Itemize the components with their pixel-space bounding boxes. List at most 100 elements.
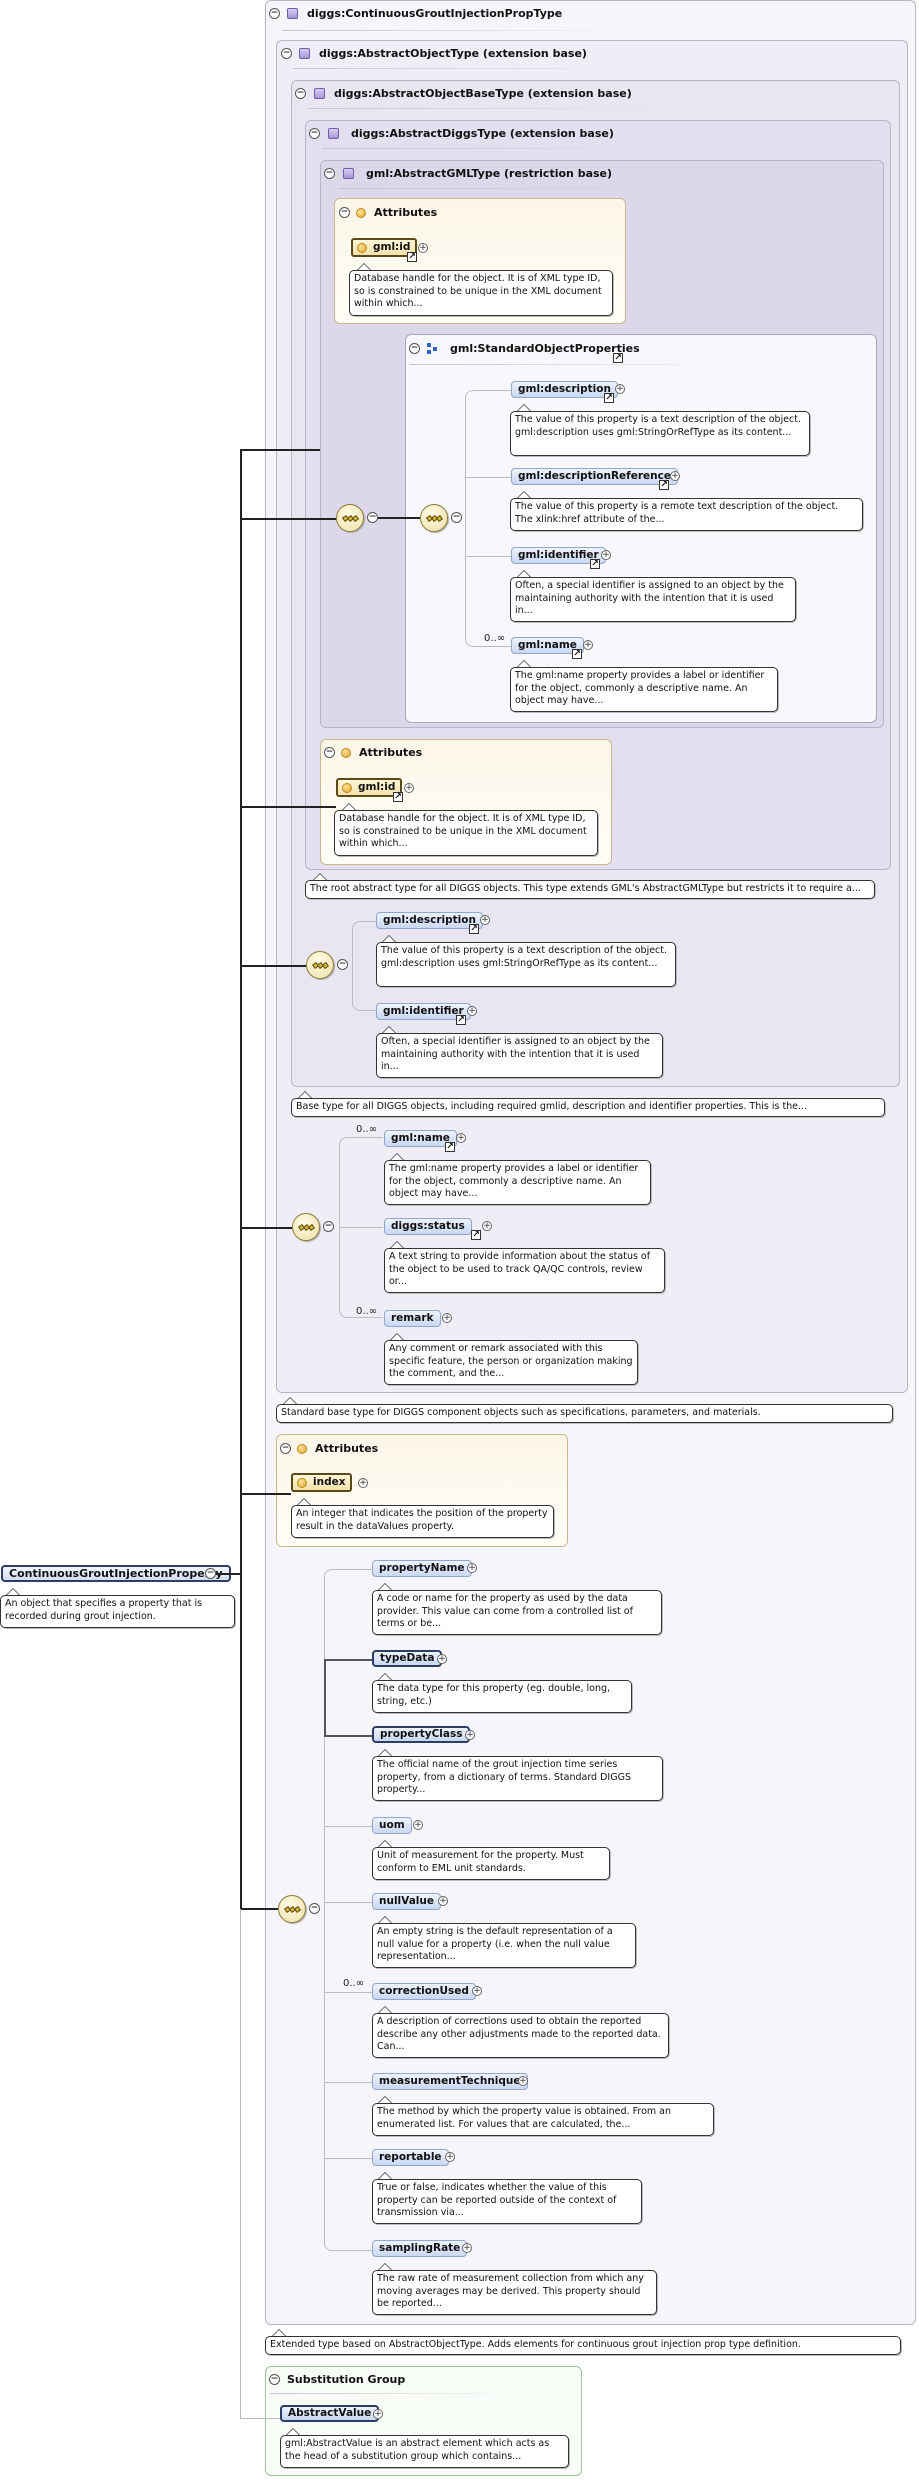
type-data-note: The data type for this property (eg. dou… <box>372 1680 632 1713</box>
measurement-technique-element[interactable]: measurementTechnique <box>372 2073 528 2090</box>
gml-description-reference-element[interactable]: gml:descriptionReference <box>511 468 678 485</box>
complex-type-icon <box>287 8 298 19</box>
link-icon[interactable]: ↗ <box>572 649 582 659</box>
expand-icon[interactable]: + <box>445 2152 455 2162</box>
expand-icon[interactable]: + <box>480 915 490 925</box>
uom-element[interactable]: uom <box>372 1817 412 1834</box>
index-attribute[interactable]: index <box>291 1473 353 1492</box>
sampling-rate-element[interactable]: samplingRate <box>372 2240 468 2257</box>
collapse-toggle[interactable]: − <box>205 1568 216 1579</box>
collapse-toggle[interactable]: − <box>324 168 335 179</box>
occurs-label: 0..∞ <box>356 1306 378 1317</box>
gml-name-note: The gml:name property provides a label o… <box>384 1160 651 1205</box>
gml-name-element[interactable]: gml:name <box>384 1130 457 1147</box>
collapse-toggle[interactable]: − <box>409 343 420 354</box>
sequence-icon <box>292 1213 320 1241</box>
correction-used-element[interactable]: correctionUsed <box>372 1983 476 2000</box>
gml-description-element[interactable]: gml:description <box>376 912 483 929</box>
gml-id-note: Database handle for the object. It is of… <box>334 810 598 856</box>
diggs-status-element[interactable]: diggs:status <box>384 1218 472 1235</box>
collapse-toggle[interactable]: − <box>280 1443 291 1454</box>
expand-icon[interactable]: + <box>467 1563 477 1573</box>
attributes-label: Attributes <box>359 746 423 759</box>
expand-icon[interactable]: + <box>413 1820 423 1830</box>
collapse-toggle[interactable]: − <box>295 88 306 99</box>
property-name-element[interactable]: propertyName <box>372 1560 472 1577</box>
reportable-note: True or false, indicates whether the val… <box>372 2179 642 2224</box>
collapse-toggle[interactable]: − <box>324 747 335 758</box>
link-icon[interactable]: ↗ <box>590 559 600 569</box>
sequence-icon <box>306 951 334 979</box>
expand-icon[interactable]: + <box>465 1730 475 1740</box>
expand-icon[interactable]: + <box>437 1654 447 1664</box>
root-note: An object that specifies a property that… <box>0 1595 235 1628</box>
null-value-element[interactable]: nullValue <box>372 1893 441 1910</box>
collapse-toggle[interactable]: − <box>269 8 280 19</box>
gml-name-note: The gml:name property provides a label o… <box>510 667 778 712</box>
attributes-icon <box>356 208 366 218</box>
abstract-object-base-type-title: diggs:AbstractObjectBaseType (extension … <box>334 87 632 100</box>
standard-object-properties-title: gml:StandardObjectProperties <box>450 342 640 355</box>
link-icon[interactable]: ↗ <box>393 792 403 802</box>
remark-element[interactable]: remark <box>384 1310 441 1327</box>
link-icon[interactable]: ↗ <box>613 353 623 363</box>
expand-icon[interactable]: + <box>601 550 611 560</box>
attributes-label: Attributes <box>374 206 438 219</box>
expand-icon[interactable]: + <box>442 1313 452 1323</box>
sampling-rate-note: The raw rate of measurement collection f… <box>372 2270 657 2315</box>
collapse-toggle[interactable]: − <box>281 48 292 59</box>
link-icon[interactable]: ↗ <box>471 1230 481 1240</box>
expand-icon[interactable]: + <box>518 2076 528 2086</box>
link-icon[interactable]: ↗ <box>445 1142 455 1152</box>
expand-icon[interactable]: + <box>467 1006 477 1016</box>
sequence-bracket <box>465 390 511 647</box>
expand-icon[interactable]: + <box>456 1133 466 1143</box>
gml-description-element[interactable]: gml:description <box>511 381 618 398</box>
gml-name-element[interactable]: gml:name <box>511 637 584 654</box>
link-icon[interactable]: ↗ <box>604 393 614 403</box>
type-data-element[interactable]: typeData <box>372 1650 443 1667</box>
link-icon[interactable]: ↗ <box>407 252 417 262</box>
sequence-icon <box>278 1895 306 1923</box>
null-value-note: An empty string is the default represent… <box>372 1923 636 1968</box>
expand-icon[interactable]: + <box>472 1986 482 1996</box>
expand-icon[interactable]: + <box>615 384 625 394</box>
expand-icon[interactable]: + <box>358 1478 368 1488</box>
root-element[interactable]: ContinuousGroutInjectionProperty <box>1 1565 231 1582</box>
expand-icon[interactable]: + <box>373 2409 383 2419</box>
collapse-toggle[interactable]: − <box>309 128 320 139</box>
link-icon[interactable]: ↗ <box>469 924 479 934</box>
abstract-object-type-note: Standard base type for DIGGS component o… <box>276 1404 893 1423</box>
complex-type-icon <box>314 88 325 99</box>
expand-icon[interactable]: + <box>462 2243 472 2253</box>
abstract-value-element[interactable]: AbstractValue <box>280 2405 380 2422</box>
collapse-toggle[interactable]: − <box>339 207 350 218</box>
gml-description-reference-note: The value of this property is a remote t… <box>510 498 863 531</box>
collapse-toggle[interactable]: − <box>309 1903 320 1914</box>
collapse-toggle[interactable]: − <box>323 1221 334 1232</box>
link-icon[interactable]: ↗ <box>456 1015 466 1025</box>
gml-id-attribute[interactable]: gml:id <box>351 238 418 257</box>
property-name-note: A code or name for the property as used … <box>372 1590 662 1635</box>
expand-icon[interactable]: + <box>670 471 680 481</box>
occurs-label: 0..∞ <box>356 1124 378 1135</box>
diggs-status-note: A text string to provide information abo… <box>384 1248 665 1293</box>
complex-type-icon <box>299 48 310 59</box>
collapse-toggle[interactable]: − <box>269 2374 280 2385</box>
gml-id-note: Database handle for the object. It is of… <box>349 270 613 316</box>
gml-identifier-element[interactable]: gml:identifier <box>376 1003 471 1020</box>
property-class-note: The official name of the grout injection… <box>372 1756 663 1801</box>
expand-icon[interactable]: + <box>583 640 593 650</box>
gml-id-attribute[interactable]: gml:id <box>336 778 403 797</box>
collapse-toggle[interactable]: − <box>367 512 378 523</box>
abstract-value-note: gml:AbstractValue is an abstract element… <box>280 2435 569 2468</box>
expand-icon[interactable]: + <box>482 1221 492 1231</box>
collapse-toggle[interactable]: − <box>451 512 462 523</box>
property-class-element[interactable]: propertyClass <box>372 1726 471 1743</box>
collapse-toggle[interactable]: − <box>337 959 348 970</box>
expand-icon[interactable]: + <box>418 243 428 253</box>
reportable-element[interactable]: reportable <box>372 2149 449 2166</box>
expand-icon[interactable]: + <box>404 783 414 793</box>
link-icon[interactable]: ↗ <box>659 480 669 490</box>
expand-icon[interactable]: + <box>438 1896 448 1906</box>
